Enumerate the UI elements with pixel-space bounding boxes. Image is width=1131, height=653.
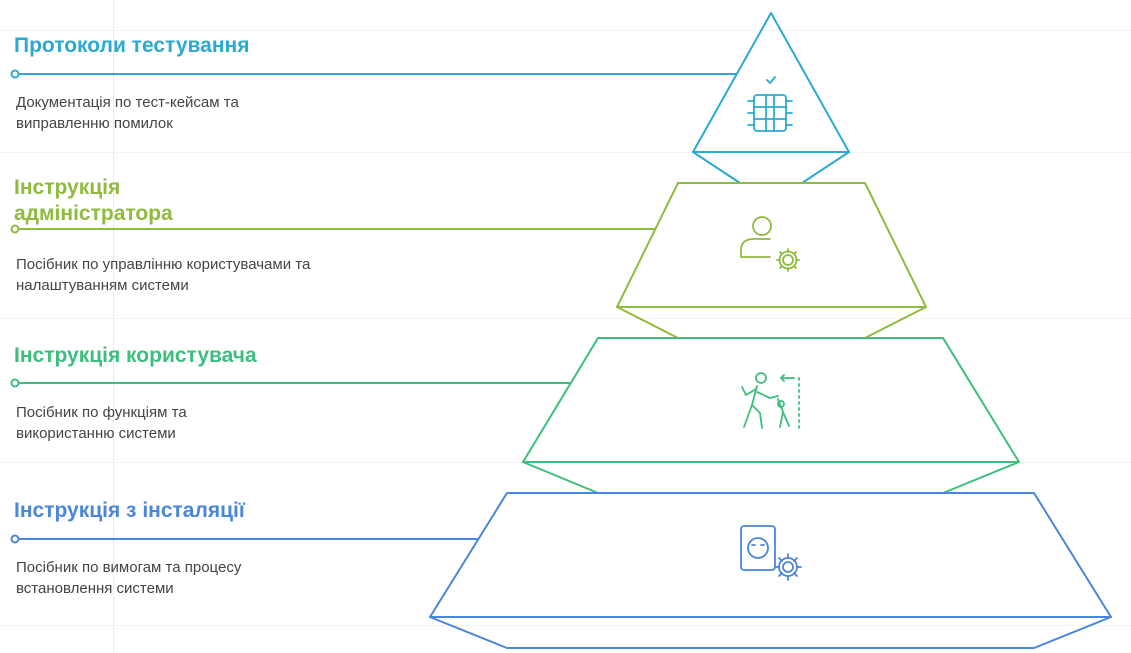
- tier-title-installation: Інструкція з інсталяції: [14, 499, 245, 522]
- grid-line: [0, 152, 1131, 153]
- person-walking-icon: [741, 372, 800, 429]
- tier-title-user: Інструкція користувача: [14, 344, 257, 367]
- tier-bevel: [429, 616, 1112, 649]
- tier-description-installation: Посібник по вимогам та процесу встановле…: [16, 559, 242, 597]
- tier-user: [10, 337, 1020, 494]
- tier-title-administrator: Інструкція адміністратора: [14, 176, 173, 225]
- tier-shape: [692, 12, 850, 153]
- tier-shape: [429, 492, 1112, 618]
- grid-line: [0, 625, 1131, 626]
- tier-shape: [616, 182, 927, 308]
- tier-bevel: [692, 151, 850, 184]
- server-check-icon: [747, 76, 793, 132]
- tier-description-testing-protocols: Документація по тест-кейсам та виправлен…: [16, 94, 239, 132]
- tier-connector-dot: [10, 534, 20, 544]
- tier-description-user: Посібник по функціям та використанню сис…: [16, 404, 187, 442]
- tier-connector-dot: [10, 378, 20, 388]
- user-gear-icon: [740, 216, 800, 272]
- margin-guide: [113, 0, 114, 653]
- grid-line: [0, 318, 1131, 319]
- tier-title-testing-protocols: Протоколи тестування: [14, 34, 250, 57]
- grid-line: [0, 30, 1131, 31]
- tier-connector-dot: [10, 224, 20, 234]
- tier-shape: [522, 337, 1020, 463]
- tier-description-administrator: Посібник по управлінню користувачами та …: [16, 256, 311, 294]
- tier-installation: [10, 492, 1112, 649]
- tier-bevel: [522, 461, 1020, 494]
- install-gear-icon: [740, 525, 802, 581]
- tier-testing-protocols: [10, 12, 850, 184]
- tier-connector-dot: [10, 69, 20, 79]
- tier-bevel: [616, 306, 927, 339]
- tier-administrator: [10, 182, 927, 339]
